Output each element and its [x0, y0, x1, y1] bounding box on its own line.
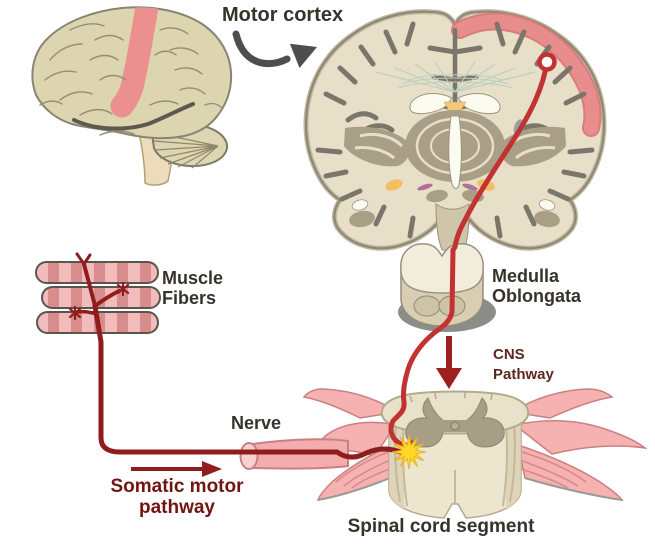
- temporal-structures: [349, 199, 560, 228]
- cns-pathway-label: CNS Pathway: [493, 345, 554, 385]
- central-canal: [450, 421, 460, 431]
- third-ventricle: [448, 115, 462, 189]
- corticospinal-axon: [388, 59, 550, 448]
- coronal-brain-section: [303, 9, 607, 251]
- synapse-starburst: [391, 434, 427, 470]
- spinal-label-text: Spinal cord segment: [347, 516, 535, 537]
- gray-matter-butterfly: [405, 397, 505, 448]
- motor-cortex-label: Motor cortex: [222, 4, 343, 27]
- cns-label-line2: Pathway: [493, 366, 554, 383]
- medulla-label-line1: Medulla: [492, 266, 560, 286]
- medulla-oblongata: [398, 243, 496, 332]
- curved-arrow-icon: [232, 30, 317, 68]
- medulla-pyramid-left: [413, 295, 441, 317]
- somatic-label-line2: pathway: [138, 497, 216, 518]
- nerve-cut-end: [239, 442, 259, 470]
- spinal-nerve-wings: [302, 388, 648, 502]
- medulla-label-line2: Oblongata: [492, 286, 581, 306]
- hippocampus-marks: [417, 183, 478, 191]
- lateral-brain: [31, 6, 233, 186]
- muscle-label-line2: Fibers: [162, 288, 217, 308]
- down-arrow-icon: [436, 336, 462, 389]
- muscle-label-line1: Muscle: [162, 268, 224, 288]
- somatic-label-line1: Somatic motor: [110, 476, 244, 497]
- motor-cortex-label-text: Motor cortex: [222, 4, 344, 26]
- spinal-cord-segment-label: Spinal cord segment: [331, 516, 551, 538]
- gyri-lines: [39, 23, 223, 136]
- medulla-top: [400, 243, 484, 294]
- somatic-motor-pathway-label: Somatic motor pathway: [97, 476, 257, 518]
- medulla-oblongata-label: Medulla Oblongata: [492, 266, 581, 306]
- corpus-callosum-fibers: [374, 61, 536, 93]
- muscle-fibers-label: Muscle Fibers: [162, 268, 223, 308]
- neuron-cell-body: [537, 52, 557, 72]
- motor-neuron-axon: [98, 339, 406, 460]
- nerve-label-text: Nerve: [231, 413, 282, 433]
- axon-terminal-tree: [75, 252, 121, 345]
- nerve-label: Nerve: [231, 413, 281, 434]
- cns-label-line1: CNS: [493, 346, 525, 363]
- midbrain-column: [435, 203, 470, 251]
- motor-cortex-strip: [110, 7, 159, 118]
- right-arrow-icon: [131, 461, 222, 477]
- lateral-ventricles: [409, 93, 501, 115]
- lateral-sulcus: [72, 102, 195, 131]
